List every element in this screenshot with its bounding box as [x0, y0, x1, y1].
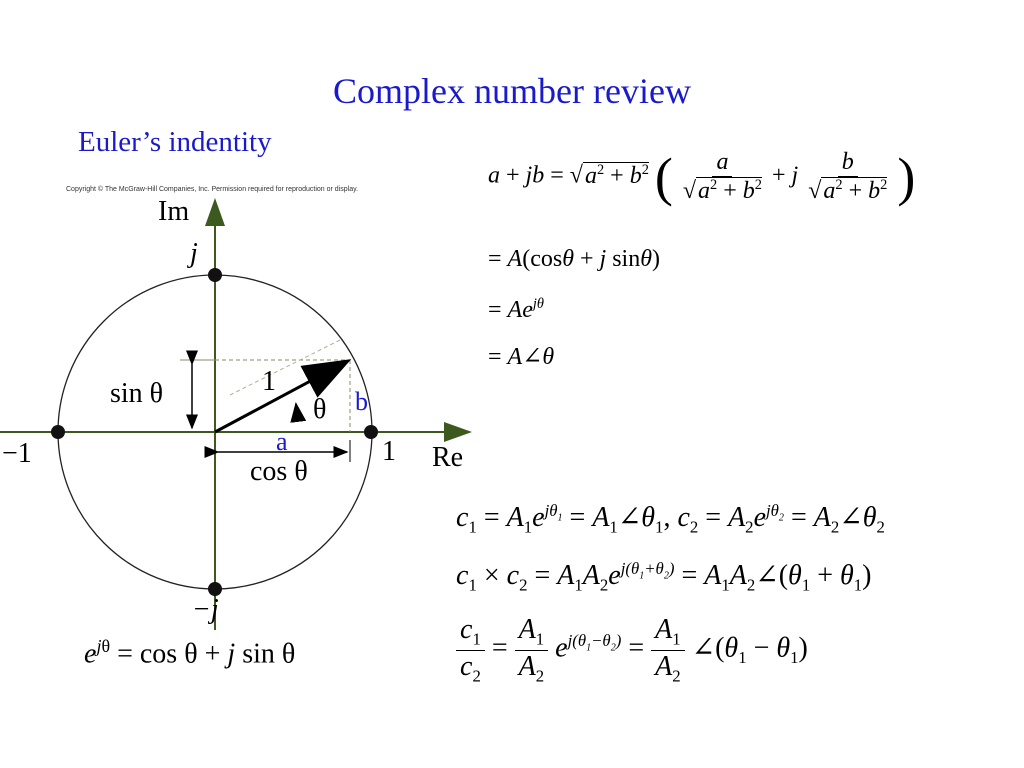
neg-j-label: −j	[192, 594, 219, 625]
equation-angle-form: = A∠θ	[488, 344, 555, 370]
equation-exp-form: = Aejθ	[488, 296, 544, 323]
copyright-notice: Copyright © The McGraw-Hill Companies, I…	[66, 186, 359, 193]
slide-title: Complex number review	[333, 71, 691, 111]
point-neg-j	[208, 582, 222, 596]
radius-vector	[214, 359, 352, 434]
equation-product: c1 × c2 = A1A2ej(θ1+θ2) = A1A2∠(θ1 + θ1)	[456, 558, 872, 595]
b-label: b	[355, 387, 368, 416]
point-neg-one	[51, 425, 65, 439]
one-label: 1	[382, 436, 396, 467]
theta-label: θ	[313, 394, 326, 425]
point-j	[208, 268, 222, 282]
a-label: a	[276, 427, 288, 456]
cos-theta-label: cos θ	[250, 456, 308, 487]
equation-c1-c2: c1 = A1ejθ1 = A1∠θ1, c2 = A2ejθ2 = A2∠θ2	[456, 500, 885, 537]
j-label: j	[187, 238, 198, 269]
euler-formula: ejθ = cos θ + j sin θ	[84, 636, 296, 670]
point-one	[364, 425, 378, 439]
equation-trig-form: = A(cosθ + j sinθ)	[488, 246, 661, 272]
subtitle: Euler’s indentity	[78, 126, 272, 158]
radius-label: 1	[262, 366, 276, 397]
equation-polar-form: a + jb = √a2 + b2 ( a√a2 + b2 + j b√a2 +…	[488, 147, 916, 207]
neg-one-label: −1	[2, 438, 32, 469]
re-axis-label: Re	[432, 442, 463, 473]
sin-theta-label: sin θ	[110, 378, 163, 409]
im-axis-label: Im	[158, 196, 189, 227]
unit-circle-diagram: Im Re j −j 1 −1 1 sin θ cos θ θ a b	[0, 196, 472, 630]
